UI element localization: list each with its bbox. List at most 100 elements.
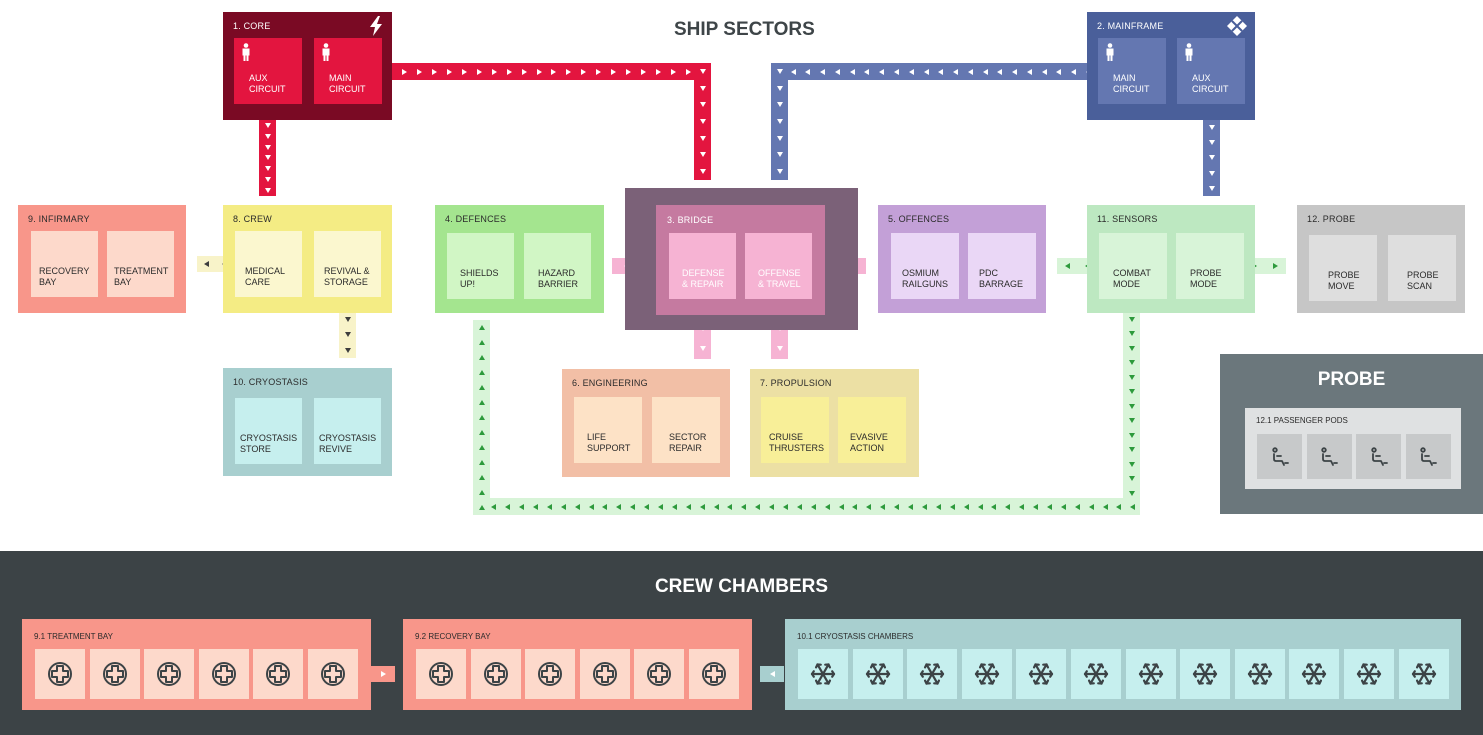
arrow-left-icon — [1005, 503, 1011, 510]
bridge-defense-repair[interactable]: DEFENSE & REPAIR — [669, 233, 736, 299]
cryostasis-store[interactable]: CRYOSTASIS STORE — [235, 398, 302, 464]
infirmary-recovery-bay[interactable]: RECOVERY BAY — [31, 231, 98, 297]
probe-move[interactable]: PROBE MOVE — [1309, 235, 1377, 301]
sector-engineering[interactable]: 6. ENGINEERING LIFE SUPPORT SECTOR REPAI… — [562, 369, 730, 477]
arrow-left-icon — [699, 503, 705, 510]
propulsion-evasive-action[interactable]: EVASIVE ACTION — [838, 397, 906, 463]
sector-infirmary[interactable]: 9. INFIRMARY RECOVERY BAY TREATMENT BAY — [18, 205, 186, 313]
recovery-bay-cell[interactable] — [416, 649, 466, 699]
treatment-bay-cell[interactable] — [35, 649, 85, 699]
recovery-bay-cell[interactable] — [634, 649, 685, 699]
sector-sensors[interactable]: 11. SENSORS COMBAT MODE PROBE MODE — [1087, 205, 1255, 313]
cryostasis-chamber-cell[interactable] — [1398, 649, 1449, 699]
sensors-combat-mode[interactable]: COMBAT MODE — [1099, 233, 1167, 299]
arrow-down-icon — [1128, 345, 1135, 351]
sector-mainframe[interactable]: 2. MAINFRAME MAIN CIRCUIT AUX CIRCUIT — [1087, 12, 1255, 120]
recovery-bay-cell[interactable] — [525, 649, 576, 699]
arrow-up-icon — [478, 505, 485, 510]
cryostasis-revive-label: CRYOSTASIS REVIVE — [319, 433, 377, 454]
infirmary-treatment-bay[interactable]: TREATMENT BAY — [107, 231, 174, 297]
arrow-up-icon — [478, 400, 485, 405]
crew-chambers-panel: CREW CHAMBERS 9.1 TREATMENT BAY 9.2 RECO… — [0, 551, 1483, 735]
crew-medical-care[interactable]: MEDICAL CARE — [235, 231, 302, 297]
treatment-bay-cell[interactable] — [253, 649, 304, 699]
treatment-bay-cell[interactable] — [89, 649, 140, 699]
recovery-bay-cell[interactable] — [689, 649, 739, 699]
cryostasis-chamber-cell[interactable] — [961, 649, 1012, 699]
cryostasis-chamber-cell[interactable] — [907, 649, 958, 699]
arrow-left-icon — [491, 503, 497, 510]
cryostasis-chamber-cell[interactable] — [852, 649, 903, 699]
cryostasis-chamber-cell[interactable] — [1016, 649, 1067, 699]
arrow-left-icon — [519, 503, 525, 510]
cryostasis-chamber-cell[interactable] — [1071, 649, 1121, 699]
sensors-probe-mode[interactable]: PROBE MODE — [1176, 233, 1244, 299]
snowflake-icon — [1083, 663, 1109, 685]
cryostasis-chamber-cell[interactable] — [1234, 649, 1285, 699]
arrow-left-icon — [834, 68, 840, 75]
mainframe-main-circuit[interactable]: MAIN CIRCUIT — [1098, 38, 1166, 104]
arrow-down-icon — [776, 85, 783, 91]
sector-probe[interactable]: 12. PROBE PROBE MOVE PROBE SCAN — [1297, 205, 1465, 313]
cryostasis-chamber-cell[interactable] — [1289, 649, 1340, 699]
offences-pdc-barrage[interactable]: PDC BARRAGE — [968, 233, 1036, 299]
passenger-pod[interactable] — [1405, 434, 1451, 479]
seat-icon — [1370, 446, 1388, 466]
probe-move-label: PROBE MOVE — [1328, 270, 1360, 291]
cryostasis-chamber-cell[interactable] — [1125, 649, 1176, 699]
arrow-up-icon — [478, 385, 485, 390]
cryostasis-chamber-cell[interactable] — [798, 649, 848, 699]
recovery-bay-cell[interactable] — [470, 649, 521, 699]
engineering-sector-repair[interactable]: SECTOR REPAIR — [652, 397, 720, 463]
probe-scan[interactable]: PROBE SCAN — [1388, 235, 1456, 301]
defences-shields-up[interactable]: SHIELDS UP! — [447, 233, 514, 299]
arrow-left-icon — [805, 68, 811, 75]
arrow-left-icon — [982, 68, 988, 75]
treatment-bay-cell[interactable] — [198, 649, 249, 699]
propulsion-cruise-label: CRUISE THRUSTERS — [769, 432, 825, 453]
arrow-right-icon — [566, 68, 572, 75]
seat-icon — [1321, 446, 1338, 466]
passenger-pod[interactable] — [1356, 434, 1401, 479]
defences-hazard-label: HAZARD BARRIER — [538, 268, 579, 289]
sector-offences[interactable]: 5. OFFENCES OSMIUM RAILGUNS PDC BARRAGE — [878, 205, 1046, 313]
arrow-left-icon — [533, 503, 538, 510]
arrow-left-icon — [783, 503, 789, 510]
cryostasis-chamber-cell[interactable] — [1180, 649, 1231, 699]
recovery-bay-cell[interactable] — [579, 649, 630, 699]
cryostasis-revive[interactable]: CRYOSTASIS REVIVE — [314, 398, 381, 464]
arrow-down-icon — [1128, 389, 1135, 395]
defences-shields-label: SHIELDS UP! — [460, 268, 499, 289]
arrow-down-icon — [1208, 170, 1215, 176]
passenger-pod[interactable] — [1306, 434, 1352, 479]
core-aux-circuit[interactable]: AUX CIRCUIT — [234, 38, 302, 104]
chamber-recovery-bay[interactable]: 9.2 RECOVERY BAY — [403, 619, 752, 710]
arrow-left-icon — [949, 503, 955, 510]
sector-bridge-title: 3. BRIDGE — [667, 215, 714, 225]
engineering-life-support[interactable]: LIFE SUPPORT — [574, 397, 642, 463]
propulsion-cruise-thrusters[interactable]: CRUISE THRUSTERS — [761, 397, 829, 463]
mainframe-aux-circuit[interactable]: AUX CIRCUIT — [1177, 38, 1245, 104]
chamber-treatment-bay[interactable]: 9.1 TREATMENT BAY — [22, 619, 371, 710]
passenger-pod[interactable] — [1257, 434, 1302, 479]
chamber-cryostasis[interactable]: 10.1 CRYOSTASIS CHAMBERS — [785, 619, 1461, 710]
sector-defences[interactable]: 4. DEFENCES SHIELDS UP! HAZARD BARRIER — [435, 205, 604, 313]
cryostasis-chamber-cell[interactable] — [1344, 649, 1394, 699]
arrow-left-icon — [938, 68, 944, 75]
sector-crew[interactable]: 8. CREW MEDICAL CARE REVIVAL & STORAGE — [223, 205, 392, 313]
defences-hazard-barrier[interactable]: HAZARD BARRIER — [524, 233, 591, 299]
treatment-bay-cell[interactable] — [144, 649, 195, 699]
offences-osmium-railguns[interactable]: OSMIUM RAILGUNS — [891, 233, 959, 299]
core-main-circuit[interactable]: MAIN CIRCUIT — [314, 38, 382, 104]
arrow-left-icon — [894, 68, 899, 75]
bridge-offense-travel[interactable]: OFFENSE & TRAVEL — [745, 233, 812, 299]
sector-core[interactable]: 1. CORE AUX CIRCUIT MAIN CIRCUIT — [223, 12, 392, 120]
sector-propulsion[interactable]: 7. PROPULSION CRUISE THRUSTERS EVASIVE A… — [750, 369, 919, 477]
crew-revival-storage[interactable]: REVIVAL & STORAGE — [314, 231, 381, 297]
treatment-bay-cell[interactable] — [308, 649, 358, 699]
sector-cryostasis[interactable]: 10. CRYOSTASIS CRYOSTASIS STORE CRYOSTAS… — [223, 368, 392, 476]
arrow-left-icon — [997, 68, 1003, 75]
arrow-right-icon — [611, 68, 617, 75]
sector-bridge[interactable]: 3. BRIDGE DEFENSE & REPAIR OFFENSE & TRA… — [625, 188, 858, 330]
passenger-pods-title: 12.1 PASSENGER PODS — [1256, 416, 1348, 425]
